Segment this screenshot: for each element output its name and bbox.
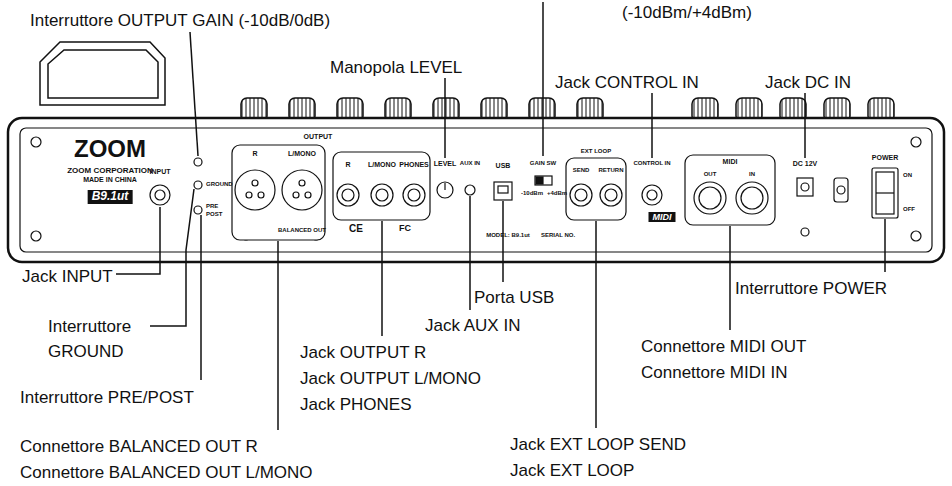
panel-text: USB [496, 162, 511, 170]
cert-mark: FC [399, 223, 411, 233]
callout-label: Interruttore OUTPUT GAIN (-10dB/0dB) [30, 8, 330, 33]
panel-text: +4dBm [547, 190, 567, 197]
panel-text: PRE [206, 203, 218, 210]
panel-text: SERIAL NO. [541, 232, 575, 239]
leader-lines [116, 2, 885, 430]
callout-label: Jack AUX IN [425, 313, 520, 338]
brand-logo: ZOOM [74, 136, 146, 161]
panel-text: ZOOM CORPORATION [67, 166, 153, 175]
panel-text: RETURN [599, 167, 624, 174]
panel-text: POWER [872, 154, 898, 162]
panel-text: AUX IN [460, 160, 480, 167]
panel-text: INPUT [150, 168, 171, 176]
panel-text: LEVEL [434, 160, 457, 168]
callout-label: Interruttore PRE/POST [20, 385, 194, 410]
panel-text: OUT [704, 171, 717, 178]
panel-text: OFF [903, 206, 915, 213]
panel-text: OUTPUT [304, 133, 333, 141]
callout-label: Jack DC IN [765, 70, 851, 95]
panel-text: SEND [573, 167, 590, 174]
callout-label: Connettore BALANCED OUT L/MONO [20, 460, 313, 485]
callout-label: Jack EXT LOOP SEND [510, 432, 686, 457]
callout-label: Jack PHONES [300, 392, 411, 417]
callout-label: Porta USB [474, 285, 554, 310]
callout-label: Interruttore GROUND [48, 314, 168, 364]
panel-text: GROUND [206, 181, 233, 188]
callout-label: Interruttore POWER [735, 276, 887, 301]
cert-mark: CE [349, 223, 363, 235]
panel-text: MIDI [723, 158, 738, 166]
midi-logo: MIDI [649, 212, 676, 222]
panel-text: IN [749, 171, 755, 178]
callout-label: Jack OUTPUT R [300, 340, 426, 365]
panel-text: EXT LOOP [581, 148, 611, 155]
panel-text: MADE IN CHINA [83, 176, 137, 184]
panel-text: R [252, 150, 257, 158]
callout-label: Jack CONTROL IN [555, 70, 699, 95]
callout-label: Connettore MIDI OUT [641, 334, 806, 359]
callout-label: Connettore MIDI IN [641, 360, 787, 385]
callout-label: Jack OUTPUT L/MONO [300, 366, 481, 391]
panel-text: -10dBm [521, 190, 543, 197]
panel-text: L/MONO [368, 161, 396, 169]
panel-text: L/MONO [288, 150, 316, 158]
panel-text: MODEL: B9.1ut [486, 232, 530, 239]
callout-label: Jack EXT LOOP [510, 458, 634, 483]
callout-label: Jack INPUT [22, 264, 113, 289]
callout-label: Connettore BALANCED OUT R [20, 434, 258, 459]
panel-text: ON [903, 172, 912, 179]
panel-text: PHONES [399, 161, 429, 169]
panel-text: R [345, 161, 350, 169]
panel-text: CONTROL IN [633, 160, 670, 167]
panel-text: GAIN SW [530, 160, 556, 167]
callout-label: Manopola LEVEL [330, 55, 462, 80]
panel-text: BALANCED OUT [278, 227, 326, 234]
callout-label: (-10dBm/+4dBm) [622, 0, 752, 25]
panel-text: DC 12V [793, 160, 818, 168]
model-logo: B9.1ut [88, 190, 133, 204]
panel-text: POST [206, 211, 222, 218]
